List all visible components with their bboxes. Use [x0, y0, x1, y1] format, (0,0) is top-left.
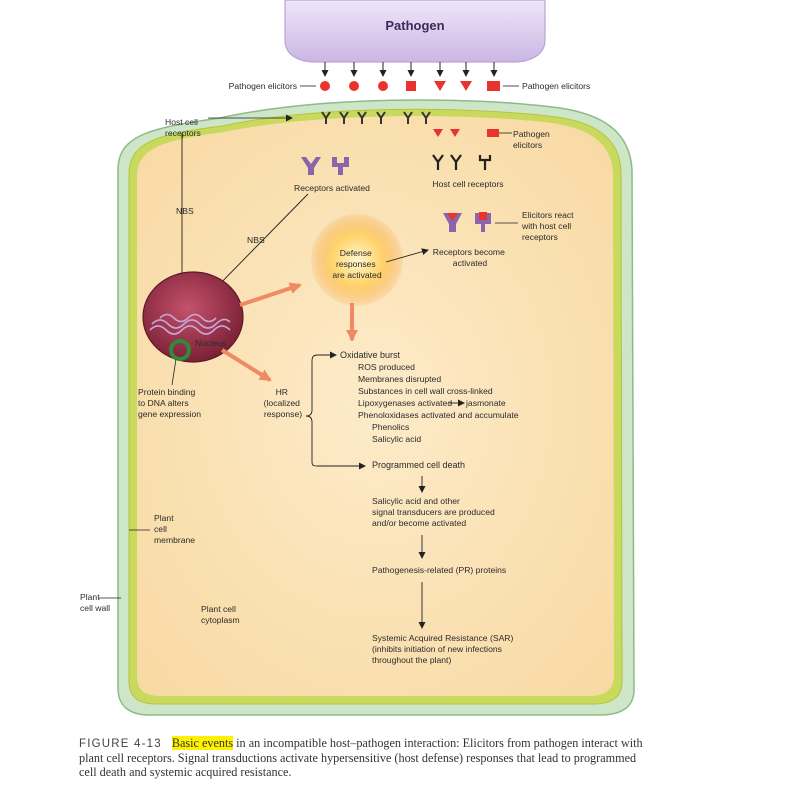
- pathogen-elicitors-row: [320, 81, 500, 91]
- nucleus: [142, 271, 244, 363]
- figure-caption: FIGURE 4-13 Basic events in an incompatib…: [79, 736, 649, 779]
- phenolics-label: Phenolics: [372, 422, 409, 432]
- nucleus-to-hr-arrow: [220, 348, 272, 382]
- oxidative-item-5: Phenoloxidases activated and accumulate: [358, 410, 519, 420]
- plant-cell-wall-label: Plant cell wall: [80, 592, 110, 613]
- membrane-receptors: [321, 111, 431, 124]
- nbs-left-label: NBS: [176, 206, 194, 216]
- elicitors-react-icons: [443, 212, 491, 232]
- pathogen-label: Pathogen: [385, 18, 444, 33]
- oxidative-item-2: Membranes disrupted: [358, 374, 441, 384]
- hr-brace: [305, 354, 319, 467]
- caption-text: in an incompatible host–pathogen interac…: [79, 736, 643, 779]
- oxidative-item-4: Lipoxygenases activated: [358, 398, 452, 408]
- figure-number: FIGURE 4-13: [79, 738, 162, 750]
- oxidative-item-1: ROS produced: [358, 362, 415, 372]
- salicylic-acid-label: Salicylic acid: [372, 434, 421, 444]
- nbs-center-label: NBS: [247, 235, 265, 245]
- defense-responses-label: Defense responses are activated: [332, 248, 381, 280]
- pathogen-shape: [284, 0, 546, 63]
- pr-proteins-label: Pathogenesis-related (PR) proteins: [372, 565, 506, 575]
- hr-label: HR (localized response): [264, 387, 303, 419]
- host-cell-receptors-left-label: Host cell receptors: [165, 117, 201, 138]
- pathogen-elicitors-left-label: Pathogen elicitors: [229, 81, 297, 91]
- jasmonate-label: jasmonate: [465, 398, 506, 408]
- host-cell-receptors-right-label: Host cell receptors: [432, 179, 503, 189]
- inner-elicitors: [433, 129, 499, 137]
- host-pathogen-diagram: Pathogen Pathogen elicitors Pathogen eli…: [80, 0, 635, 716]
- receptors-become-activated-label: Receptors become activated: [433, 247, 508, 268]
- oxidative-burst-label: Oxidative burst: [340, 350, 401, 360]
- plant-cell-cytoplasm-label: Plant cell cytoplasm: [201, 604, 240, 625]
- host-cell-receptors-right: [432, 154, 492, 170]
- receptors-activated-icons: [301, 157, 349, 175]
- pathogen-release-arrows: [321, 62, 498, 77]
- plant-cell-cytoplasm: [137, 116, 614, 697]
- salicylic-signal-label: Salicylic acid and other signal transduc…: [372, 496, 497, 528]
- plant-cell-membrane-label: Plant cell membrane: [154, 513, 195, 545]
- defense-glow: [311, 214, 403, 306]
- oxidative-item-3: Substances in cell wall cross-linked: [358, 386, 493, 396]
- nucleus-label: Nucleus: [195, 338, 226, 348]
- pathogen-elicitors-right-label: Pathogen elicitors: [522, 81, 590, 91]
- protein-binding-label: Protein binding to DNA alters gene expre…: [138, 387, 201, 419]
- dna-strands: [149, 313, 231, 335]
- caption-highlight: Basic events: [171, 736, 234, 750]
- nucleus-to-defense-arrow: [239, 282, 302, 307]
- pathogen-elicitors-inner-label: Pathogen elicitors: [513, 129, 552, 150]
- sar-label: Systemic Acquired Resistance (SAR) (inhi…: [372, 633, 516, 665]
- elicitors-react-label: Elicitors react with host cell receptors: [521, 210, 576, 242]
- programmed-cell-death-label: Programmed cell death: [372, 460, 465, 470]
- receptors-activated-label: Receptors activated: [294, 183, 370, 193]
- dna-binding-protein-icon: [169, 339, 191, 361]
